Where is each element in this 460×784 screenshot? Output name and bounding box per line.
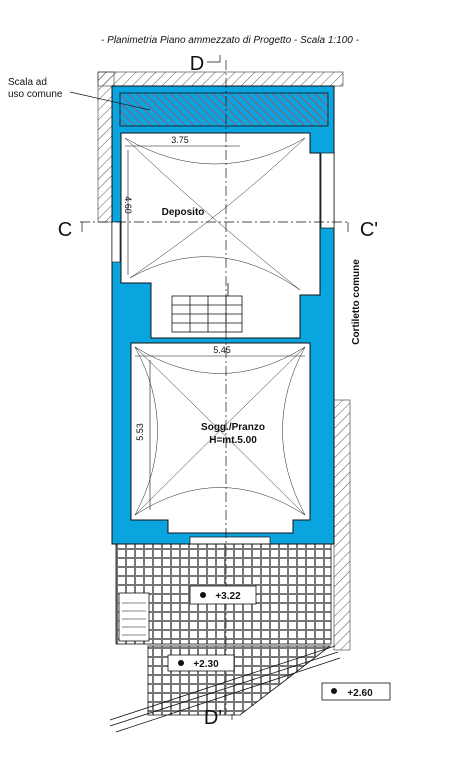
side-door [320, 152, 335, 229]
dimension-lines [125, 145, 305, 510]
scala-leader [69, 91, 151, 111]
level-box-terrace [189, 585, 257, 605]
room-soggiorno [130, 342, 311, 534]
soggiorno-ceiling-lines [134, 346, 306, 516]
level-low-right: +2.60 [347, 688, 373, 699]
deposito-ceiling-lines [124, 137, 306, 291]
section-label-c-left: C [58, 219, 72, 241]
dim-soggiorno-depth: 5.53 [135, 423, 145, 441]
level-box-low-left [167, 654, 235, 672]
neighbour-wall-right [333, 399, 351, 651]
level-terrace: +3.22 [215, 591, 241, 602]
section-line-d [207, 55, 233, 720]
terrace-stair-steps [122, 602, 146, 636]
cortiletto-label: Cortiletto comune [351, 259, 362, 345]
scala-label-line1: Scala ad [8, 77, 47, 88]
soggiorno-label: Sogg./Pranzo [201, 422, 265, 433]
plan-title: - Planimetria Piano ammezzato di Progett… [101, 35, 360, 46]
section-label-d-bottom: D' [204, 707, 222, 729]
deposito-label: Deposito [162, 207, 205, 218]
scala-label-line2: uso comune [8, 89, 63, 100]
dim-soggiorno-width: 5.45 [213, 345, 231, 355]
ramp-lines [109, 645, 341, 733]
room-deposito [120, 132, 321, 339]
section-line-c [80, 221, 350, 232]
section-label-d-top: D [190, 53, 204, 75]
internal-stair [171, 283, 243, 333]
level-box-low-right [321, 682, 391, 701]
common-stair-hatch [119, 92, 329, 127]
terrace-stair [118, 592, 150, 642]
level-low-left: +2.30 [193, 659, 219, 670]
height-label: H=mt.5.00 [209, 435, 257, 446]
entrance-door [189, 536, 271, 545]
section-label-c-right: C' [360, 219, 378, 241]
level-marker-icons [178, 592, 337, 694]
dim-deposito-depth: 4.60 [123, 196, 133, 214]
neighbour-wall-top [97, 71, 344, 87]
deposito-window [111, 221, 121, 263]
dim-deposito-width: 3.75 [171, 135, 189, 145]
